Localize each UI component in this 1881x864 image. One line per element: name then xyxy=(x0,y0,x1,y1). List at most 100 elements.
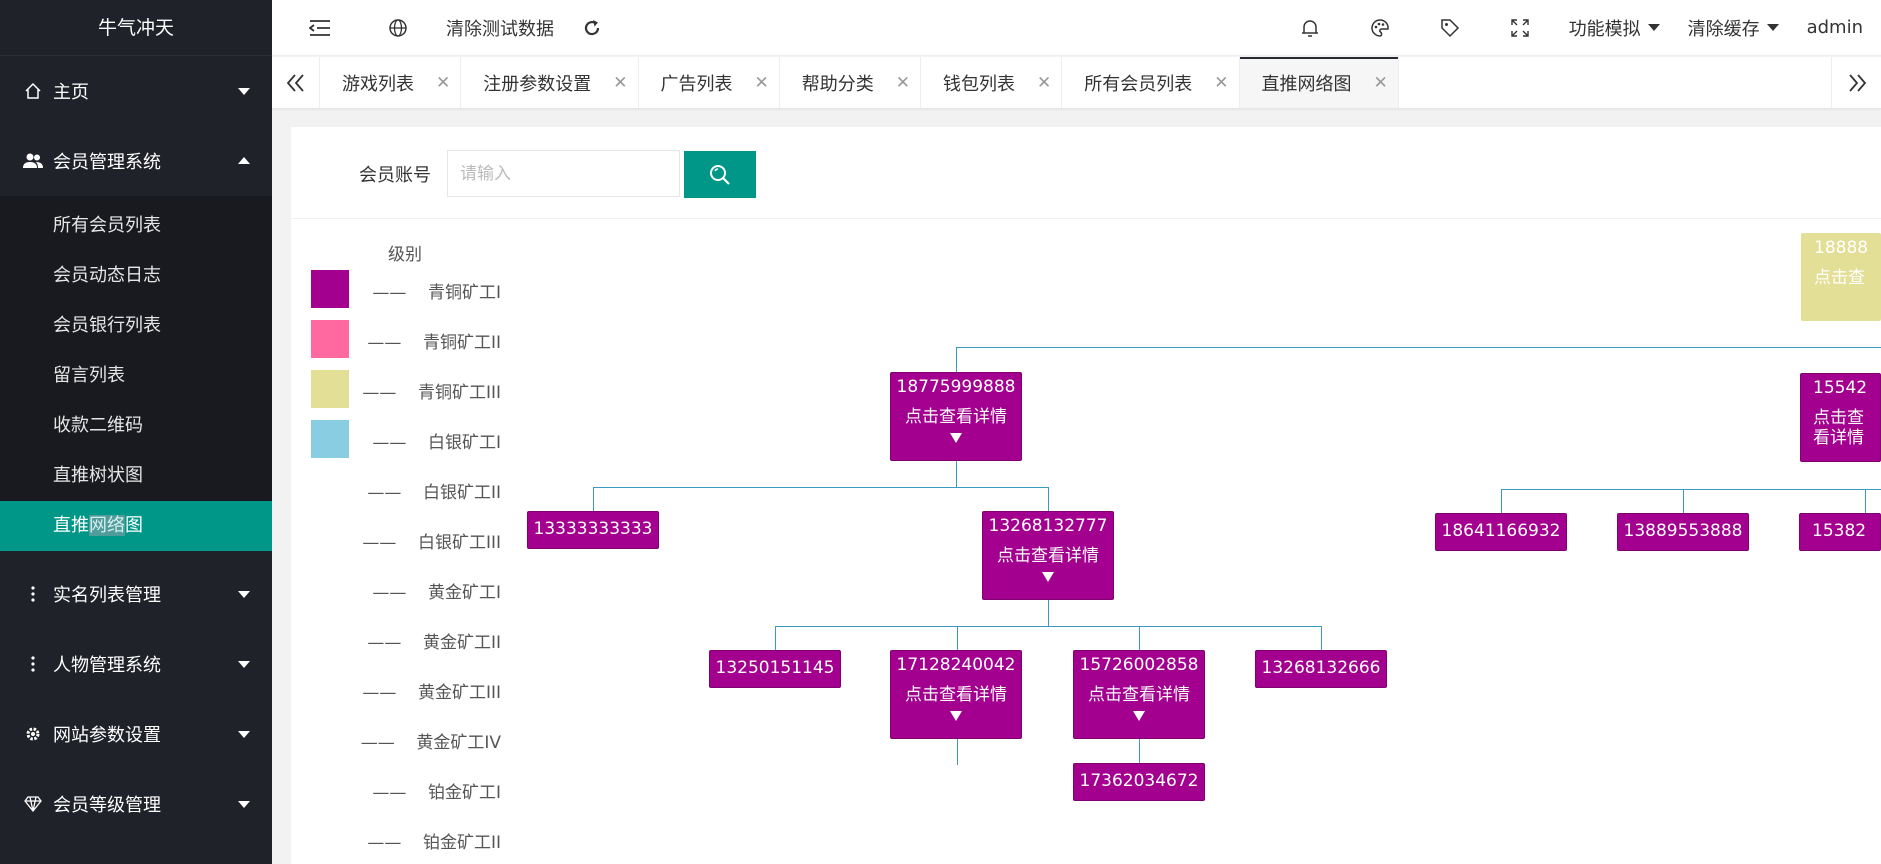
graph-link xyxy=(1501,489,1502,513)
graph-node[interactable]: 18641166932 xyxy=(1435,513,1567,551)
theme-button[interactable] xyxy=(1345,0,1415,56)
node-number: 13250151145 xyxy=(715,658,835,678)
sidebar-subitem-referral-tree[interactable]: 直推树状图 xyxy=(53,465,143,486)
legend-item[interactable]: —— 青铜矿工III xyxy=(311,370,501,408)
sidebar-item-label: 会员等级管理 xyxy=(53,795,161,816)
close-icon[interactable]: ✕ xyxy=(1037,72,1052,93)
search-button[interactable] xyxy=(684,151,756,198)
clear-cache-dropdown[interactable]: 清除缓存 xyxy=(1688,15,1779,41)
node-number: 13268132666 xyxy=(1261,658,1381,678)
node-number: 13268132777 xyxy=(988,516,1108,536)
legend-label: —— 黄金矿工II xyxy=(367,633,501,653)
sidebar-subitem-member-bank[interactable]: 会员银行列表 xyxy=(53,315,161,336)
graph-node[interactable]: 18888 点击查 xyxy=(1801,233,1881,321)
close-icon[interactable]: ✕ xyxy=(613,72,628,93)
palette-icon xyxy=(1370,18,1389,37)
globe-button[interactable] xyxy=(368,0,428,56)
sidebar-subitem-referral-network[interactable]: 直推网络图 xyxy=(0,501,272,551)
close-icon[interactable]: ✕ xyxy=(436,72,451,93)
legend-item[interactable]: —— 白银矿工II xyxy=(311,470,501,508)
notification-button[interactable] xyxy=(1275,0,1345,56)
bell-icon xyxy=(1301,19,1318,37)
sidebar-item-member-level[interactable]: 会员等级管理 xyxy=(0,769,272,839)
graph-node[interactable]: 13250151145 xyxy=(709,650,841,688)
legend-item[interactable]: —— 铂金矿工II xyxy=(311,820,501,858)
tab-referral-network[interactable]: 直推网络图 ✕ xyxy=(1239,57,1399,108)
sidebar-item-home[interactable]: 主页 xyxy=(0,56,272,126)
node-detail-label: 点击查看详情 xyxy=(905,685,1007,705)
legend-item[interactable]: —— 黄金矿工IV xyxy=(311,720,501,758)
tab-register-settings[interactable]: 注册参数设置 ✕ xyxy=(461,57,639,108)
graph-node[interactable]: 17128240042 点击查看详情 xyxy=(890,650,1022,739)
tag-button[interactable] xyxy=(1415,0,1485,56)
tab-help-category[interactable]: 帮助分类✕ xyxy=(780,57,921,108)
chevron-down-icon xyxy=(1647,24,1660,31)
close-icon[interactable]: ✕ xyxy=(1214,72,1229,93)
expand-down-icon xyxy=(950,433,962,443)
legend-item[interactable]: —— 青铜矿工II xyxy=(311,320,501,358)
tab-wallet-list[interactable]: 钱包列表✕ xyxy=(921,57,1063,108)
graph-link xyxy=(1321,626,1322,650)
node-detail-label: 点击查看详情 xyxy=(997,546,1099,566)
graph-node[interactable]: 15542 点击查看详情 xyxy=(1800,373,1881,462)
sidebar-item-realname[interactable]: 实名列表管理 xyxy=(0,559,272,629)
graph-node[interactable]: 13268132777 点击查看详情 xyxy=(982,511,1114,600)
graph-link xyxy=(593,487,594,511)
tab-scroll-right-button[interactable] xyxy=(1831,57,1881,108)
sidebar-item-site-settings[interactable]: 网站参数设置 xyxy=(0,699,272,769)
clear-test-data-button[interactable]: 清除测试数据 xyxy=(446,18,554,40)
graph-node[interactable]: 15382 xyxy=(1799,513,1881,551)
close-icon[interactable]: ✕ xyxy=(754,72,769,93)
sidebar-item-member-system[interactable]: 会员管理系统 xyxy=(0,126,272,196)
graph-node[interactable]: 17362034672 xyxy=(1073,763,1205,801)
search-input[interactable] xyxy=(447,150,680,197)
legend-item[interactable]: —— 黄金矿工I xyxy=(311,570,501,608)
node-detail-label: 点击查 xyxy=(1814,268,1865,288)
users-icon xyxy=(22,150,44,172)
legend-item[interactable]: —— 黄金矿工III xyxy=(311,670,501,708)
node-number: 18775999888 xyxy=(896,377,1016,397)
graph-link xyxy=(593,487,1049,488)
legend-item[interactable]: —— 黄金矿工II xyxy=(311,620,501,658)
legend-swatch xyxy=(311,370,349,408)
menu-toggle-button[interactable] xyxy=(272,0,368,56)
close-icon[interactable]: ✕ xyxy=(1373,72,1388,93)
graph-node[interactable]: 13268132666 xyxy=(1255,650,1387,688)
legend-item[interactable]: —— 白银矿工III xyxy=(311,520,501,558)
sidebar-subitem-messages[interactable]: 留言列表 xyxy=(53,365,125,386)
graph-node[interactable]: 15726002858 点击查看详情 xyxy=(1073,650,1205,739)
graph-link xyxy=(1139,626,1140,650)
search-icon xyxy=(710,164,730,185)
graph-node[interactable]: 18775999888 点击查看详情 xyxy=(890,372,1022,461)
sidebar-submenu: 所有会员列表 会员动态日志 会员银行列表 留言列表 收款二维码 直推树状图 直推… xyxy=(0,196,272,551)
legend-label: —— 白银矿工I xyxy=(372,433,501,453)
app-logo-title: 牛气冲天 xyxy=(0,0,272,56)
sidebar-item-character-system[interactable]: 人物管理系统 xyxy=(0,629,272,699)
sidebar-subitem-all-members[interactable]: 所有会员列表 xyxy=(53,215,161,236)
tab-game-list[interactable]: 游戏列表✕ xyxy=(320,57,462,108)
sidebar-subitem-member-log[interactable]: 会员动态日志 xyxy=(53,265,161,286)
tab-label: 注册参数设置 xyxy=(483,73,592,95)
chevron-down-icon xyxy=(238,591,250,598)
close-icon[interactable]: ✕ xyxy=(895,72,910,93)
graph-node[interactable]: 13889553888 xyxy=(1617,513,1749,551)
tab-scroll-left-button[interactable] xyxy=(272,57,320,108)
feature-sim-dropdown[interactable]: 功能模拟 xyxy=(1569,15,1660,41)
sidebar-subitem-qr-code[interactable]: 收款二维码 xyxy=(53,415,143,436)
tab-label: 直推网络图 xyxy=(1261,73,1352,95)
main-content: 会员账号 18888 点击查 18775999888 点击查 xyxy=(291,127,1881,864)
graph-link xyxy=(956,347,1881,348)
legend-item[interactable]: —— 铂金矿工I xyxy=(311,770,501,808)
user-menu[interactable]: admin xyxy=(1807,17,1863,38)
refresh-button[interactable] xyxy=(572,0,612,56)
legend-item[interactable]: —— 青铜矿工I xyxy=(311,270,501,308)
node-number: 15382 xyxy=(1812,521,1867,541)
tab-ad-list[interactable]: 广告列表✕ xyxy=(639,57,780,108)
legend-item[interactable]: —— 白银矿工I xyxy=(311,420,501,458)
graph-link xyxy=(1048,487,1049,511)
tab-all-members[interactable]: 所有会员列表✕ xyxy=(1062,57,1240,108)
graph-link xyxy=(775,626,776,650)
graph-link xyxy=(1139,739,1140,763)
graph-node[interactable]: 13333333333 xyxy=(527,511,659,549)
fullscreen-button[interactable] xyxy=(1485,0,1555,56)
